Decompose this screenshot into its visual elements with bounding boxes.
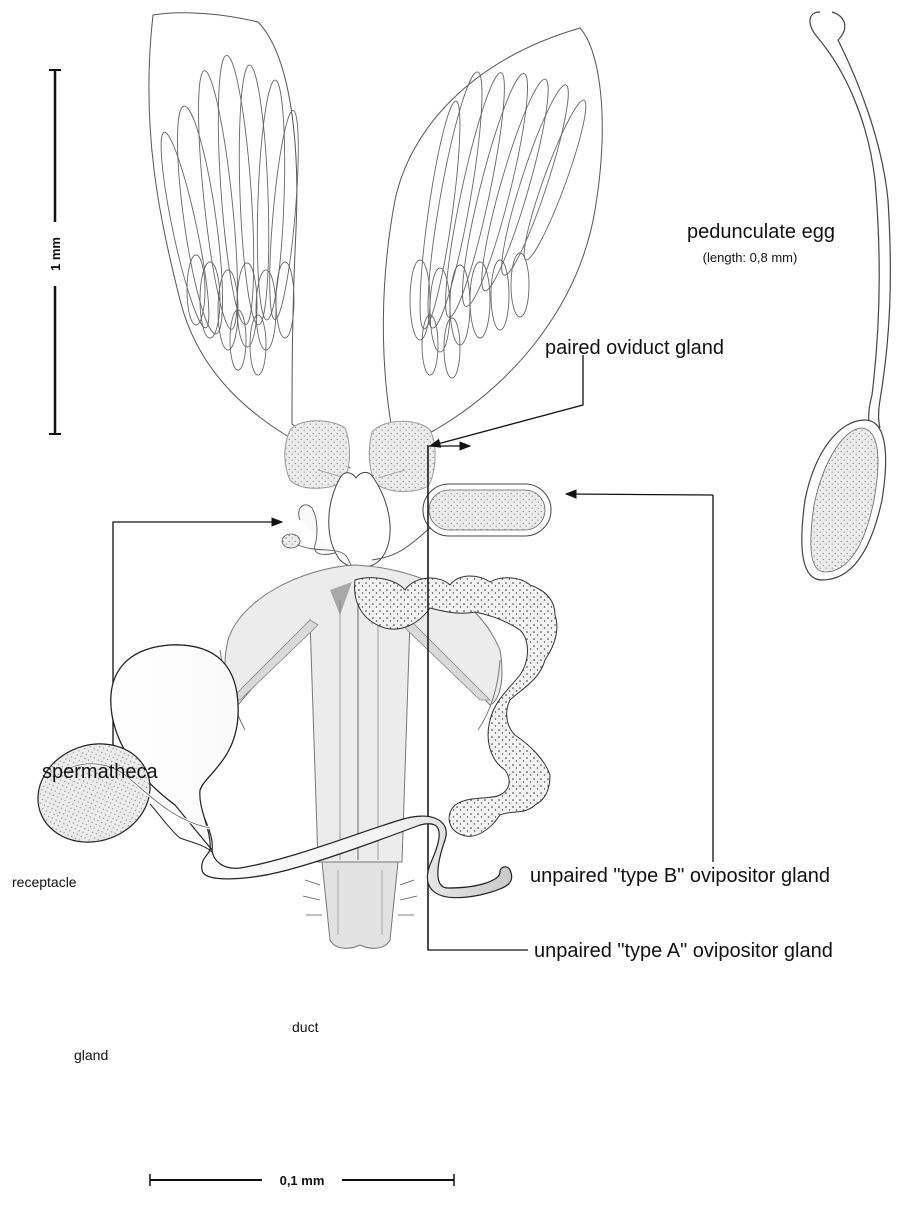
scale-bar-0-1mm: 0,1 mm (150, 1170, 454, 1190)
label-type-b-gland: unpaired "type B" ovipositor gland (530, 865, 830, 887)
left-ovary (149, 13, 350, 468)
right-ovary (372, 28, 602, 462)
label-type-a-gland: unpaired "type A" ovipositor gland (534, 940, 833, 962)
label-paired-oviduct-gland: paired oviduct gland (545, 337, 724, 359)
label-gland: gland (74, 1047, 108, 1063)
label-duct: duct (292, 1019, 319, 1035)
label-spermatheca: spermatheca (42, 761, 158, 783)
label-receptacle: receptacle (12, 874, 77, 890)
label-pedunculate-egg: pedunculate egg (687, 221, 835, 243)
scale-bar-1mm-label: 1 mm (48, 237, 63, 271)
scale-bar-1mm: 1 mm (46, 70, 64, 434)
scale-bar-0-1mm-label: 0,1 mm (280, 1173, 325, 1188)
label-egg-length: (length: 0,8 mm) (703, 250, 798, 265)
pedunculate-egg (802, 12, 891, 580)
type-b-gland-small (372, 484, 551, 560)
